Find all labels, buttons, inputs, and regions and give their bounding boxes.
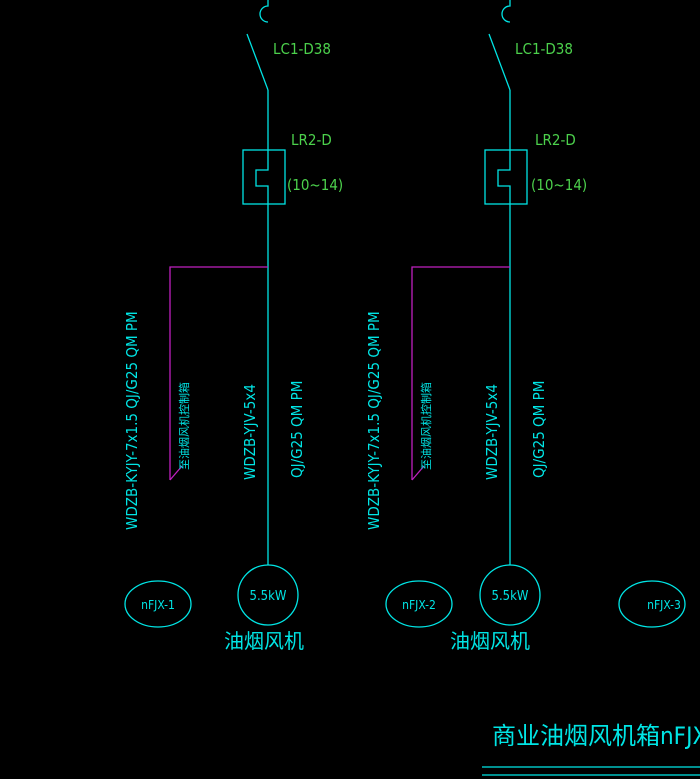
overload-relay-symbol-2 bbox=[497, 150, 511, 204]
diagram-title: 商业油烟风机箱nFJX bbox=[492, 722, 700, 750]
overload-relay-box-2 bbox=[484, 149, 528, 205]
breaker-label-2: LC1-D38 bbox=[515, 40, 573, 58]
circuit-1: LC1-D38 LR2-D (10~14) WDZB-KYJY-7x1.5 QJ… bbox=[123, 0, 343, 653]
motor-rating-1: 5.5kW bbox=[250, 589, 287, 604]
control-arrow-2 bbox=[411, 465, 425, 481]
relay-range-1: (10~14) bbox=[287, 176, 343, 194]
motor-symbol-1 bbox=[237, 564, 299, 626]
control-arrow-1 bbox=[169, 465, 183, 481]
tag-ellipse-1 bbox=[124, 580, 192, 628]
control-wire-2 bbox=[411, 266, 510, 480]
power-conduit-label-2: QJ/G25 QM PM bbox=[530, 381, 548, 478]
motor-symbol-2 bbox=[479, 564, 541, 626]
relay-label-1: LR2-D bbox=[291, 131, 332, 149]
control-cable-label-1: WDZB-KYJY-7x1.5 QJ/G25 QM PM bbox=[123, 311, 141, 530]
power-cable-label-1: WDZB-YJV-5x4 bbox=[241, 384, 259, 480]
tag-ellipse-3 bbox=[618, 580, 686, 628]
control-note-1: 至油烟风机控制箱 bbox=[177, 382, 191, 470]
power-cable-label-2: WDZB-YJV-5x4 bbox=[483, 384, 501, 480]
tag-label-2: nFJX-2 bbox=[402, 598, 436, 612]
overload-relay-symbol-1 bbox=[255, 150, 269, 204]
tag-label-1: nFJX-1 bbox=[141, 598, 175, 612]
relay-range-2: (10~14) bbox=[531, 176, 587, 194]
contact-arc-2 bbox=[501, 0, 511, 23]
tag-label-3: nFJX-3 bbox=[647, 598, 681, 612]
motor-rating-2: 5.5kW bbox=[492, 589, 529, 604]
power-conduit-label-1: QJ/G25 QM PM bbox=[288, 381, 306, 478]
overload-relay-box-1 bbox=[242, 149, 286, 205]
control-wire-1 bbox=[169, 266, 268, 480]
control-note-2: 至油烟风机控制箱 bbox=[419, 382, 433, 470]
motor-name-2: 油烟风机 bbox=[450, 629, 530, 653]
contact-arc-1 bbox=[259, 0, 269, 23]
contactor-blade-1 bbox=[246, 33, 269, 91]
tag-ellipse-2 bbox=[385, 580, 453, 628]
contactor-blade-2 bbox=[488, 33, 511, 91]
motor-name-1: 油烟风机 bbox=[224, 629, 304, 653]
control-cable-label-2: WDZB-KYJY-7x1.5 QJ/G25 QM PM bbox=[365, 311, 383, 530]
relay-label-2: LR2-D bbox=[535, 131, 576, 149]
breaker-label-1: LC1-D38 bbox=[273, 40, 331, 58]
circuit-2: LC1-D38 LR2-D (10~14) WDZB-KYJY-7x1.5 QJ… bbox=[365, 0, 587, 653]
